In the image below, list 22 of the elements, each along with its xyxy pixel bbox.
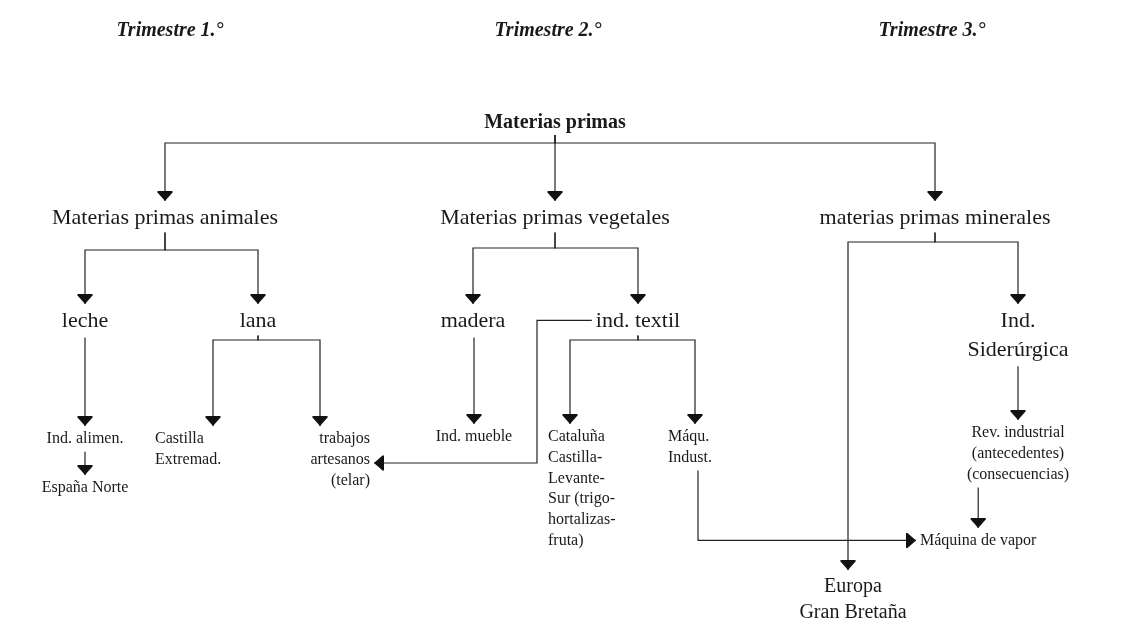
node-label: España Norte (41, 477, 129, 498)
node-label: Máqu. Indust. (668, 426, 712, 468)
node-label: Ind. Siderúrgica (967, 306, 1069, 364)
node-label: Europa Gran Bretaña (799, 572, 907, 624)
node-label: Materias primas vegetales (440, 203, 670, 232)
node-label: Materias primas animales (52, 203, 278, 232)
node-label: Castilla Extremad. (155, 428, 222, 470)
node-label: materias primas minerales (819, 203, 1051, 232)
node-label: ind. textil (595, 306, 681, 335)
root-heading: Materias primas (484, 108, 626, 134)
node-label: lana (239, 306, 277, 335)
node-label: trabajos artesanos (telar) (310, 428, 370, 491)
node-label: Cataluña Castilla- Levante- Sur (trigo- hortalizas- fruta) (548, 426, 616, 551)
column-heading: Trimestre 1.° (116, 18, 224, 41)
node-label: Ind. mueble (435, 426, 513, 447)
node-label: Ind. alimen. (46, 428, 124, 449)
column-heading: Trimestre 2.° (494, 18, 602, 41)
node-label: Máquina de vapor (920, 530, 1037, 551)
node-label: madera (440, 306, 506, 335)
node-label: Rev. industrial (antecedentes) (consecuencias) (948, 422, 1088, 485)
node-label: leche (61, 306, 109, 335)
column-heading: Trimestre 3.° (878, 18, 986, 41)
